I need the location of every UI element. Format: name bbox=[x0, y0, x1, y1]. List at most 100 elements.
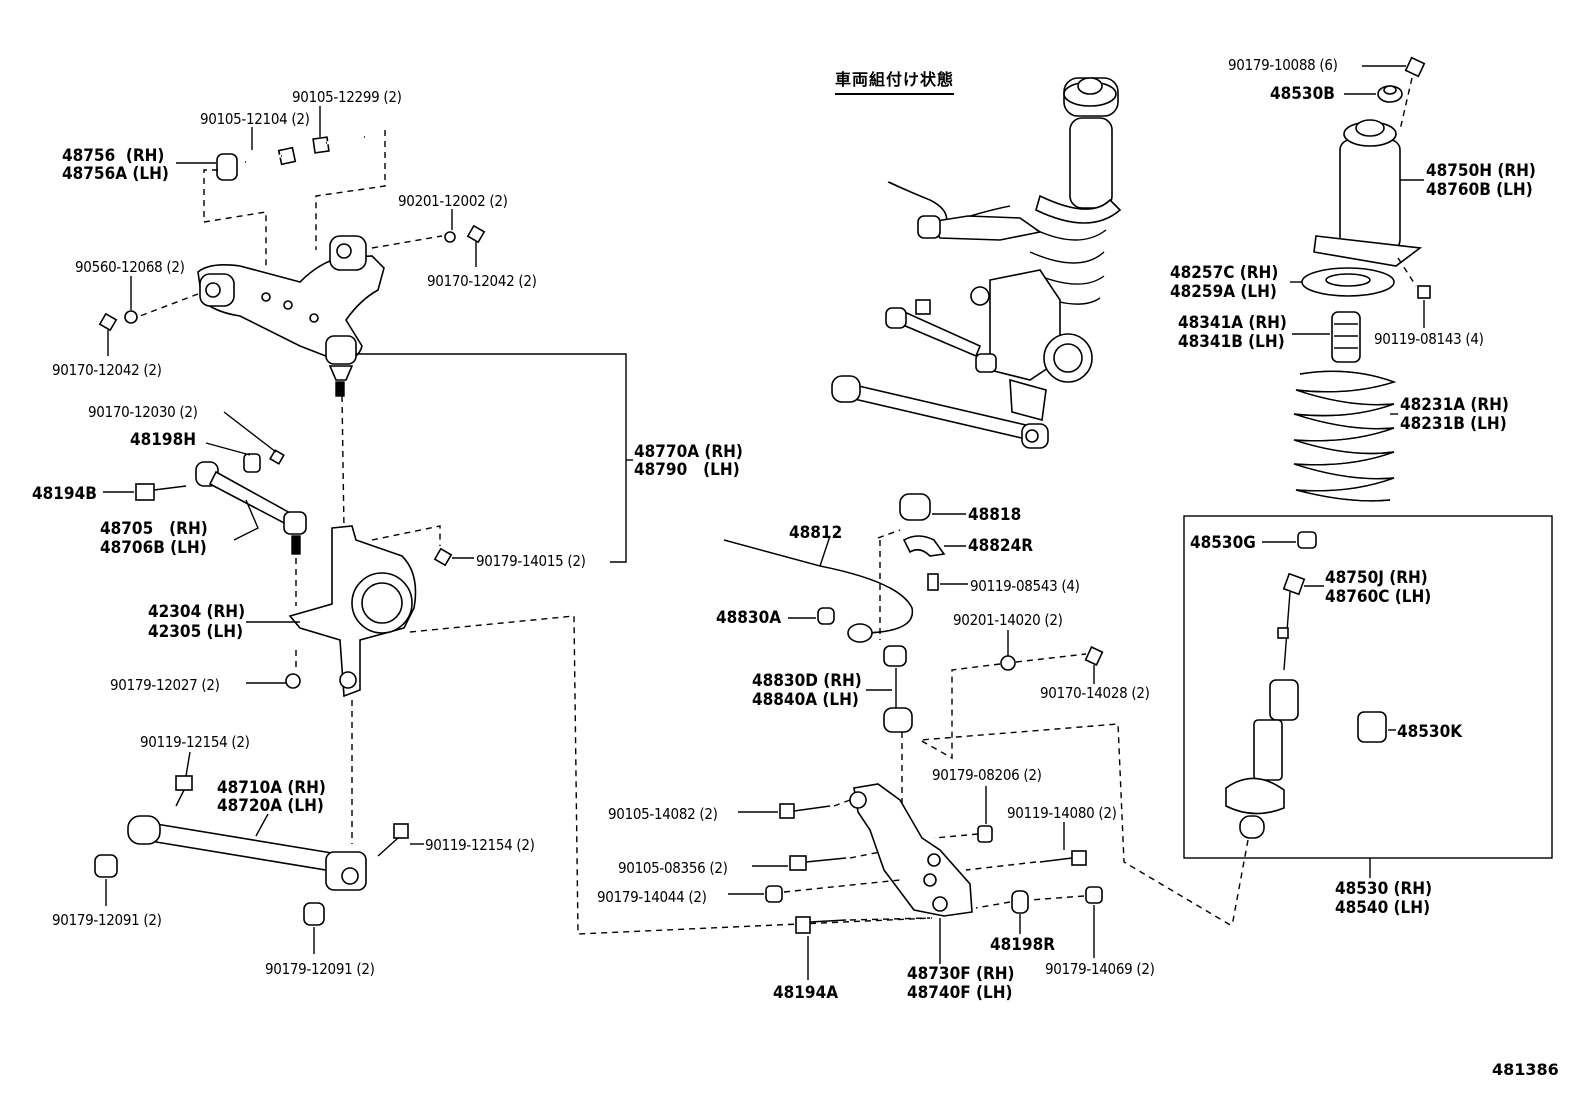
bolt-90105-12299 bbox=[312, 135, 366, 154]
part-label-48830A: 48830A bbox=[716, 610, 781, 627]
part-label-48750H: 48750H (RH) bbox=[1426, 163, 1536, 180]
part-number-text: 48750H (RH) bbox=[1426, 161, 1536, 181]
stabilizer-bushing-48818 bbox=[899, 493, 931, 521]
part-label-48194A: 48194A bbox=[773, 985, 838, 1002]
part-quantity: (2) bbox=[518, 272, 537, 290]
part-number-text: 48756 (RH) bbox=[62, 146, 165, 166]
part-number-text: 48194A bbox=[773, 983, 839, 1003]
part-label-48530B: 48530B bbox=[1270, 86, 1335, 103]
part-number-text: 48530G bbox=[1190, 533, 1256, 553]
part-label-90105-12104: 90105-12104(2) bbox=[200, 111, 310, 128]
part-number-text: 48540 (LH) bbox=[1335, 898, 1431, 918]
part-quantity: (2) bbox=[383, 88, 402, 106]
part-number-text: 90560-12068 bbox=[75, 258, 163, 276]
part-quantity: (2) bbox=[567, 552, 586, 570]
part-label-48756-lh: 48756A (LH) bbox=[62, 166, 169, 183]
part-number-text: 48530 (RH) bbox=[1335, 879, 1433, 899]
part-quantity: (2) bbox=[688, 888, 707, 906]
part-label-48540: 48540 (LH) bbox=[1335, 900, 1430, 917]
part-label-48194B: 48194B bbox=[32, 486, 97, 503]
shock-absorber-box bbox=[1183, 515, 1553, 859]
part-label-90119-12154-a: 90119-12154(2) bbox=[140, 734, 250, 751]
part-label-48750J: 48750J (RH) bbox=[1325, 570, 1428, 587]
part-number-text: 48750J (RH) bbox=[1325, 568, 1428, 588]
part-label-48740F: 48740F (LH) bbox=[907, 985, 1013, 1002]
part-label-48824R: 48824R bbox=[968, 538, 1033, 555]
part-number-text: 48231A (RH) bbox=[1400, 395, 1509, 415]
part-number-text: 90119-08543 bbox=[970, 577, 1058, 595]
lower-arm-48710A bbox=[143, 821, 339, 873]
part-label-90119-12154-b: 90119-12154(2) bbox=[425, 837, 535, 854]
part-number-text: 90105-08356 bbox=[618, 859, 706, 877]
part-number-text: 48812 bbox=[789, 523, 843, 543]
part-label-90560-12068: 90560-12068(2) bbox=[75, 259, 185, 276]
part-number-text: 90201-12002 bbox=[398, 192, 486, 210]
part-label-48530: 48530 (RH) bbox=[1335, 881, 1432, 898]
part-quantity: (2) bbox=[201, 676, 220, 694]
part-number-text: 48840A (LH) bbox=[752, 690, 859, 710]
strut-assembled bbox=[1069, 117, 1113, 209]
part-label-90105-08356: 90105-08356(2) bbox=[618, 860, 728, 877]
part-label-90170-12030: 90170-12030(2) bbox=[88, 404, 198, 421]
part-label-48198R: 48198R bbox=[990, 937, 1055, 954]
part-label-48259A: 48259A (LH) bbox=[1170, 284, 1277, 301]
part-number-text: 90170-12042 bbox=[52, 361, 140, 379]
part-label-48341A: 48341A (RH) bbox=[1178, 315, 1287, 332]
lower-link-group bbox=[94, 751, 424, 954]
part-label-48760B: 48760B (LH) bbox=[1426, 182, 1533, 199]
part-label-48257C: 48257C (RH) bbox=[1170, 265, 1278, 282]
part-number-text: 90105-12104 bbox=[200, 110, 288, 128]
part-label-48231A: 48231A (RH) bbox=[1400, 397, 1509, 414]
part-number-text: 42305 (LH) bbox=[148, 622, 244, 642]
part-number-text: 48740F (LH) bbox=[907, 983, 1013, 1003]
part-number-text: 90105-12299 bbox=[292, 88, 380, 106]
part-label-48790: 48790 (LH) bbox=[634, 462, 740, 479]
part-label-90179-12091-a: 90179-12091(2) bbox=[52, 912, 162, 929]
part-label-48705: 48705 (RH) bbox=[100, 521, 208, 538]
part-label-48818: 48818 bbox=[968, 507, 1021, 524]
part-number-text: 90170-12042 bbox=[427, 272, 515, 290]
part-quantity: (2) bbox=[143, 361, 162, 379]
part-label-42305: 42305 (LH) bbox=[148, 624, 243, 641]
part-number-text: 48818 bbox=[968, 505, 1022, 525]
part-number-text: 48231B (LH) bbox=[1400, 414, 1507, 434]
part-number-text: 90201-14020 bbox=[953, 611, 1041, 629]
part-number-text: 90119-14080 bbox=[1007, 804, 1095, 822]
part-number-text: 90179-12091 bbox=[52, 911, 140, 929]
part-number-text: 48198R bbox=[990, 935, 1055, 955]
part-quantity: (2) bbox=[1044, 611, 1063, 629]
part-number-text: 90170-14028 bbox=[1040, 684, 1128, 702]
part-label-48530G: 48530G bbox=[1190, 535, 1256, 552]
part-label-48812: 48812 bbox=[789, 525, 842, 542]
part-number-text: 90119-08143 bbox=[1374, 330, 1462, 348]
part-number-text: 90179-10088 bbox=[1228, 56, 1316, 74]
part-label-90170-14028: 90170-14028(2) bbox=[1040, 685, 1150, 702]
part-number-text: 48760B (LH) bbox=[1426, 180, 1533, 200]
part-label-48760C: 48760C (LH) bbox=[1325, 589, 1431, 606]
part-number-text: 48530K bbox=[1397, 722, 1463, 742]
part-number-text: 48730F (RH) bbox=[907, 964, 1015, 984]
part-number-text: 90105-14082 bbox=[608, 805, 696, 823]
part-number-text: 90179-12027 bbox=[110, 676, 198, 694]
part-label-90179-12091-b: 90179-12091(2) bbox=[265, 961, 375, 978]
part-quantity: (2) bbox=[1023, 766, 1042, 784]
part-number-text: 48341B (LH) bbox=[1178, 332, 1285, 352]
part-number-text: 48830A bbox=[716, 608, 782, 628]
bushing-48756 bbox=[216, 153, 238, 181]
assembled-view-title: 車両組付け状態 bbox=[835, 66, 955, 95]
part-number-text: 48710A (RH) bbox=[217, 778, 326, 798]
part-number-text: 48824R bbox=[968, 536, 1033, 556]
part-label-48231B: 48231B (LH) bbox=[1400, 416, 1507, 433]
part-number-text: 90179-14069 bbox=[1045, 960, 1133, 978]
shock-48530 bbox=[1269, 679, 1299, 721]
lower-arm-48730F bbox=[853, 783, 973, 917]
part-label-48770A: 48770A (RH) bbox=[634, 444, 743, 461]
part-number-text: 48760C (LH) bbox=[1325, 587, 1432, 607]
part-label-48830D: 48830D (RH) bbox=[752, 673, 862, 690]
part-label-90201-14020: 90201-14020(2) bbox=[953, 612, 1063, 629]
part-label-48198H: 48198H bbox=[130, 432, 196, 449]
assembled-view bbox=[831, 77, 1122, 449]
part-label-90179-10088: 90179-10088(6) bbox=[1228, 57, 1338, 74]
part-number-text: 48705 (RH) bbox=[100, 519, 208, 539]
part-quantity: (2) bbox=[179, 403, 198, 421]
